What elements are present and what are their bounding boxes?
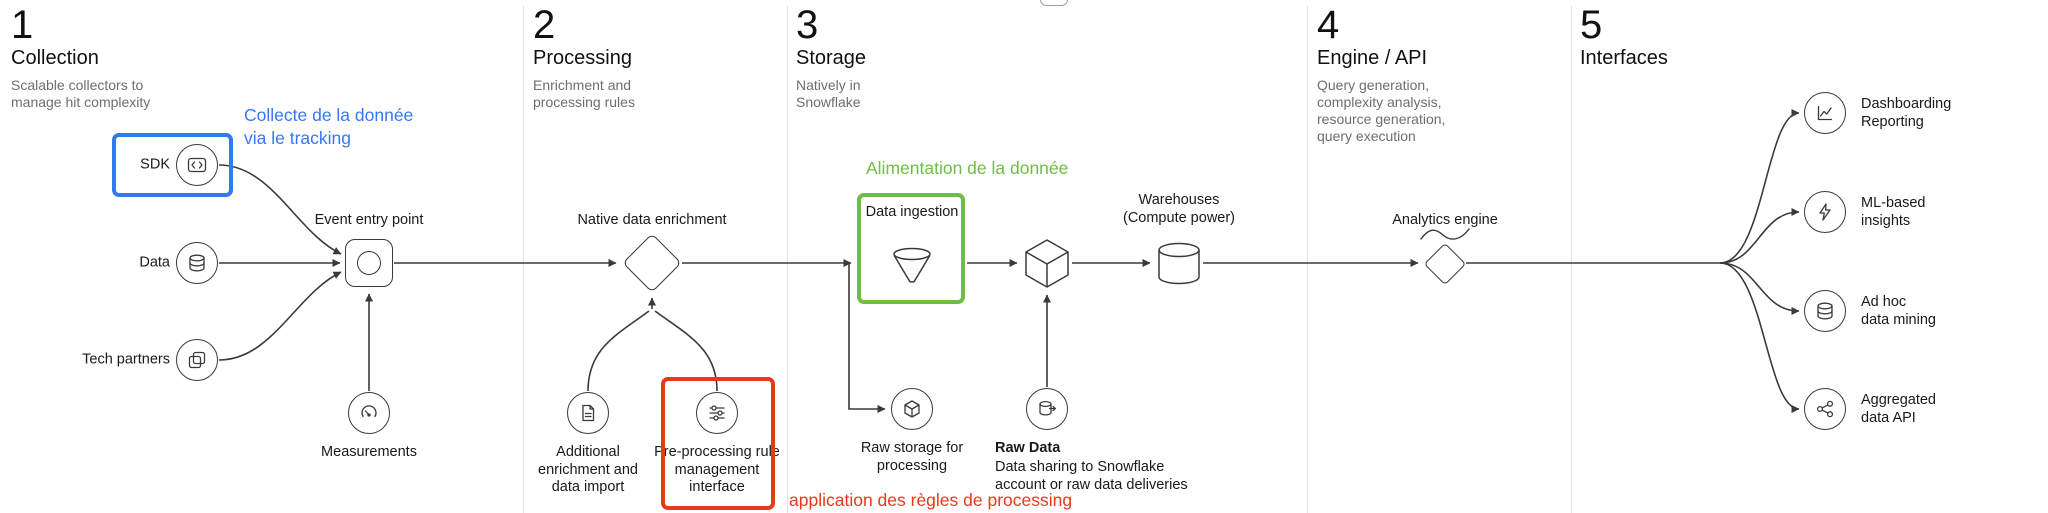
ml-insights-label: ML-based insights [1861,195,1926,229]
blue-annotation: Collecte de la donnée via le tracking [244,105,414,148]
green-highlight-box [857,193,965,304]
connector-branch-to-adhoc [1719,262,1800,315]
overlapping-squares-icon [188,351,206,369]
analytics-engine-label: Analytics engine [1392,212,1498,228]
raw-data-node [1026,388,1068,430]
native-enrichment-label: Native data enrichment [577,212,727,228]
connector-branch-to-rawstorage [848,263,886,413]
connector-sdk-to-entry [218,164,342,255]
aggregated-api-node [1804,388,1846,430]
section-number: 3 [796,3,819,47]
sdk-label: SDK [140,156,170,173]
data-ingestion-label: Data ingestion [865,204,959,220]
wave-icon [1420,228,1470,240]
section-number: 5 [1580,3,1603,47]
section-processing-header: 2 Processing Enrichment and processing r… [533,3,635,111]
section-divider [787,6,788,513]
sdk-node [176,144,218,186]
connector-branch-to-aggregated [1719,262,1800,413]
connector-techpartners-to-entry [218,271,342,361]
cube-icon [1025,239,1069,288]
box-icon [904,400,920,418]
data-label: Data [139,254,170,271]
section-number: 1 [11,3,34,47]
section-title: Interfaces [1580,47,1668,69]
section-subtitle: Query generation, complexity analysis, r… [1317,77,1446,144]
share-nodes-icon [1816,400,1834,418]
connector-additional-to-enrichment [587,310,650,392]
database-icon [189,254,205,272]
connector-branch-to-ml [1719,208,1800,264]
additional-enrichment-node [567,392,609,434]
cropped-shape [1040,0,1068,6]
tech-partners-label: Tech partners [82,351,170,368]
red-highlight-box [661,377,775,510]
section-interfaces-header: 5 Interfaces [1580,3,1668,77]
dashboarding-label: Dashboarding Reporting [1861,96,1952,130]
event-entry-node [345,239,393,287]
green-annotation: Alimentation de la donnée [866,158,1069,178]
adhoc-mining-label: Ad hoc data mining [1861,294,1936,328]
section-subtitle: Natively in Snowflake [796,77,861,110]
section-subtitle: Enrichment and processing rules [533,77,635,110]
event-entry-label: Event entry point [314,212,424,228]
raw-storage-node [891,388,933,430]
section-engine-header: 4 Engine / API Query generation, complex… [1317,3,1445,145]
ml-insights-node [1804,191,1846,233]
section-divider [1307,6,1308,513]
section-title: Collection [11,47,99,69]
preprocessing-node [696,392,738,434]
database-icon [1817,302,1833,320]
dashboarding-node [1804,92,1846,134]
document-icon [582,404,595,422]
cylinder-icon [1158,242,1200,285]
raw-storage-label: Raw storage for processing [860,440,964,474]
red-annotation: application des règles de processing [789,490,1073,510]
section-divider [1571,6,1572,513]
connector-branch-to-dashboarding [1719,109,1800,264]
measurements-label: Measurements [321,444,417,460]
additional-enrichment-label: Additional enrichment and data import [538,444,638,495]
section-number: 4 [1317,3,1340,47]
section-title: Engine / API [1317,47,1428,69]
blue-highlight-box [112,133,233,197]
funnel-icon [893,247,931,283]
section-number: 2 [533,3,556,47]
line-chart-icon [1817,105,1833,121]
section-title: Storage [796,47,867,69]
code-icon [187,157,207,173]
gauge-icon [361,405,377,418]
section-subtitle: Scalable collectors to manage hit comple… [11,77,151,110]
aggregated-api-label: Aggregated data API [1861,392,1936,426]
raw-data-desc: Data sharing to Snowflake account or raw… [995,459,1188,493]
section-title: Processing [533,47,632,69]
section-collection-header: 1 Collection Scalable collectors to mana… [11,3,150,111]
measurements-node [348,392,390,434]
circle-in-square-icon [357,251,381,275]
database-share-icon [1039,400,1056,416]
raw-data-title: Raw Data [995,440,1061,456]
data-node [176,242,218,284]
section-divider [523,6,524,513]
warehouses-label: Warehouses (Compute power) [1122,192,1236,226]
lightning-icon [1819,203,1831,221]
adhoc-mining-node [1804,290,1846,332]
section-storage-header: 3 Storage Natively in Snowflake [796,3,866,111]
tech-partners-node [176,339,218,381]
sliders-icon [709,405,725,421]
